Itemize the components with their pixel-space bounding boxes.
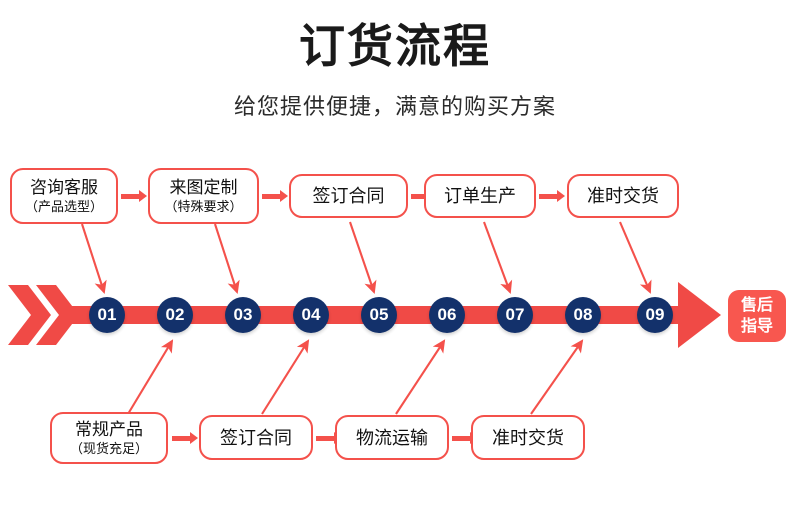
top-step-title-5: 准时交货 (587, 186, 659, 206)
timeline-step-02[interactable]: 02 (157, 297, 193, 333)
connector-top-2 (214, 223, 240, 294)
page-subtitle: 给您提供便捷，满意的购买方案 (233, 94, 556, 119)
timeline-step-07[interactable]: 07 (497, 297, 533, 333)
after-sales-badge-line2: 指导 (740, 318, 773, 335)
connector-top-4 (483, 221, 513, 294)
timeline-step-label-02: 02 (165, 305, 185, 324)
timeline-step-label-05: 05 (369, 305, 389, 324)
bottom-step-box-3[interactable]: 物流运输 (335, 415, 449, 460)
connector-bottom-1 (127, 339, 174, 415)
timeline-step-04[interactable]: 04 (293, 297, 329, 333)
top-arrow-1 (121, 190, 147, 202)
top-step-title-2: 来图定制 (169, 177, 238, 197)
timeline-step-label-07: 07 (505, 305, 525, 324)
timeline-arrowhead (678, 282, 721, 348)
timeline-step-label-04: 04 (301, 305, 321, 324)
connector-bottom-2 (261, 339, 310, 415)
timeline-step-label-08: 08 (573, 305, 593, 324)
top-arrow-2 (262, 190, 288, 202)
connector-top-3 (349, 221, 377, 294)
top-step-box-3[interactable]: 签订合同 (289, 174, 408, 218)
bottom-step-box-1[interactable]: 常规产品 （现货充足） (50, 412, 168, 464)
top-arrow-4 (539, 190, 565, 202)
connector-top-5 (619, 221, 652, 294)
timeline-step-label-09: 09 (645, 305, 665, 324)
timeline-step-03[interactable]: 03 (225, 297, 261, 333)
connector-top-1 (81, 223, 107, 294)
bottom-step-title-4: 准时交货 (492, 427, 564, 448)
after-sales-badge[interactable]: 售后 指导 (728, 290, 786, 342)
timeline-step-01[interactable]: 01 (89, 297, 125, 333)
timeline-step-label-03: 03 (233, 305, 253, 324)
top-step-box-4[interactable]: 订单生产 (424, 174, 536, 218)
after-sales-badge-line1: 售后 (740, 297, 773, 314)
page-title: 订货流程 (299, 20, 491, 72)
connector-bottom-4 (530, 339, 584, 415)
timeline-step-06[interactable]: 06 (429, 297, 465, 333)
top-step-title-4: 订单生产 (444, 186, 516, 206)
timeline-step-05[interactable]: 05 (361, 297, 397, 333)
chevron-left-decoration (8, 285, 72, 345)
bottom-step-title-2: 签订合同 (220, 427, 292, 448)
top-step-box-2[interactable]: 来图定制 （特殊要求） (148, 168, 259, 224)
timeline-step-08[interactable]: 08 (565, 297, 601, 333)
bottom-step-sub-1: （现货充足） (69, 440, 148, 456)
top-step-title-1: 咨询客服 (30, 177, 98, 197)
top-step-box-1[interactable]: 咨询客服 （产品选型） (10, 168, 118, 224)
timeline-step-label-01: 01 (97, 305, 117, 324)
timeline-step-label-06: 06 (437, 305, 457, 324)
bottom-step-title-3: 物流运输 (356, 427, 428, 448)
top-step-sub-1: （产品选型） (24, 198, 103, 214)
top-step-title-3: 签订合同 (312, 186, 385, 206)
top-step-box-5[interactable]: 准时交货 (567, 174, 679, 218)
bottom-step-box-4[interactable]: 准时交货 (471, 415, 585, 460)
bottom-step-title-1: 常规产品 (75, 419, 143, 439)
bottom-arrow-1 (172, 432, 198, 444)
top-step-sub-2: （特殊要求） (164, 198, 243, 214)
connector-bottom-3 (395, 339, 446, 415)
timeline-step-09[interactable]: 09 (637, 297, 673, 333)
bottom-step-box-2[interactable]: 签订合同 (199, 415, 313, 460)
